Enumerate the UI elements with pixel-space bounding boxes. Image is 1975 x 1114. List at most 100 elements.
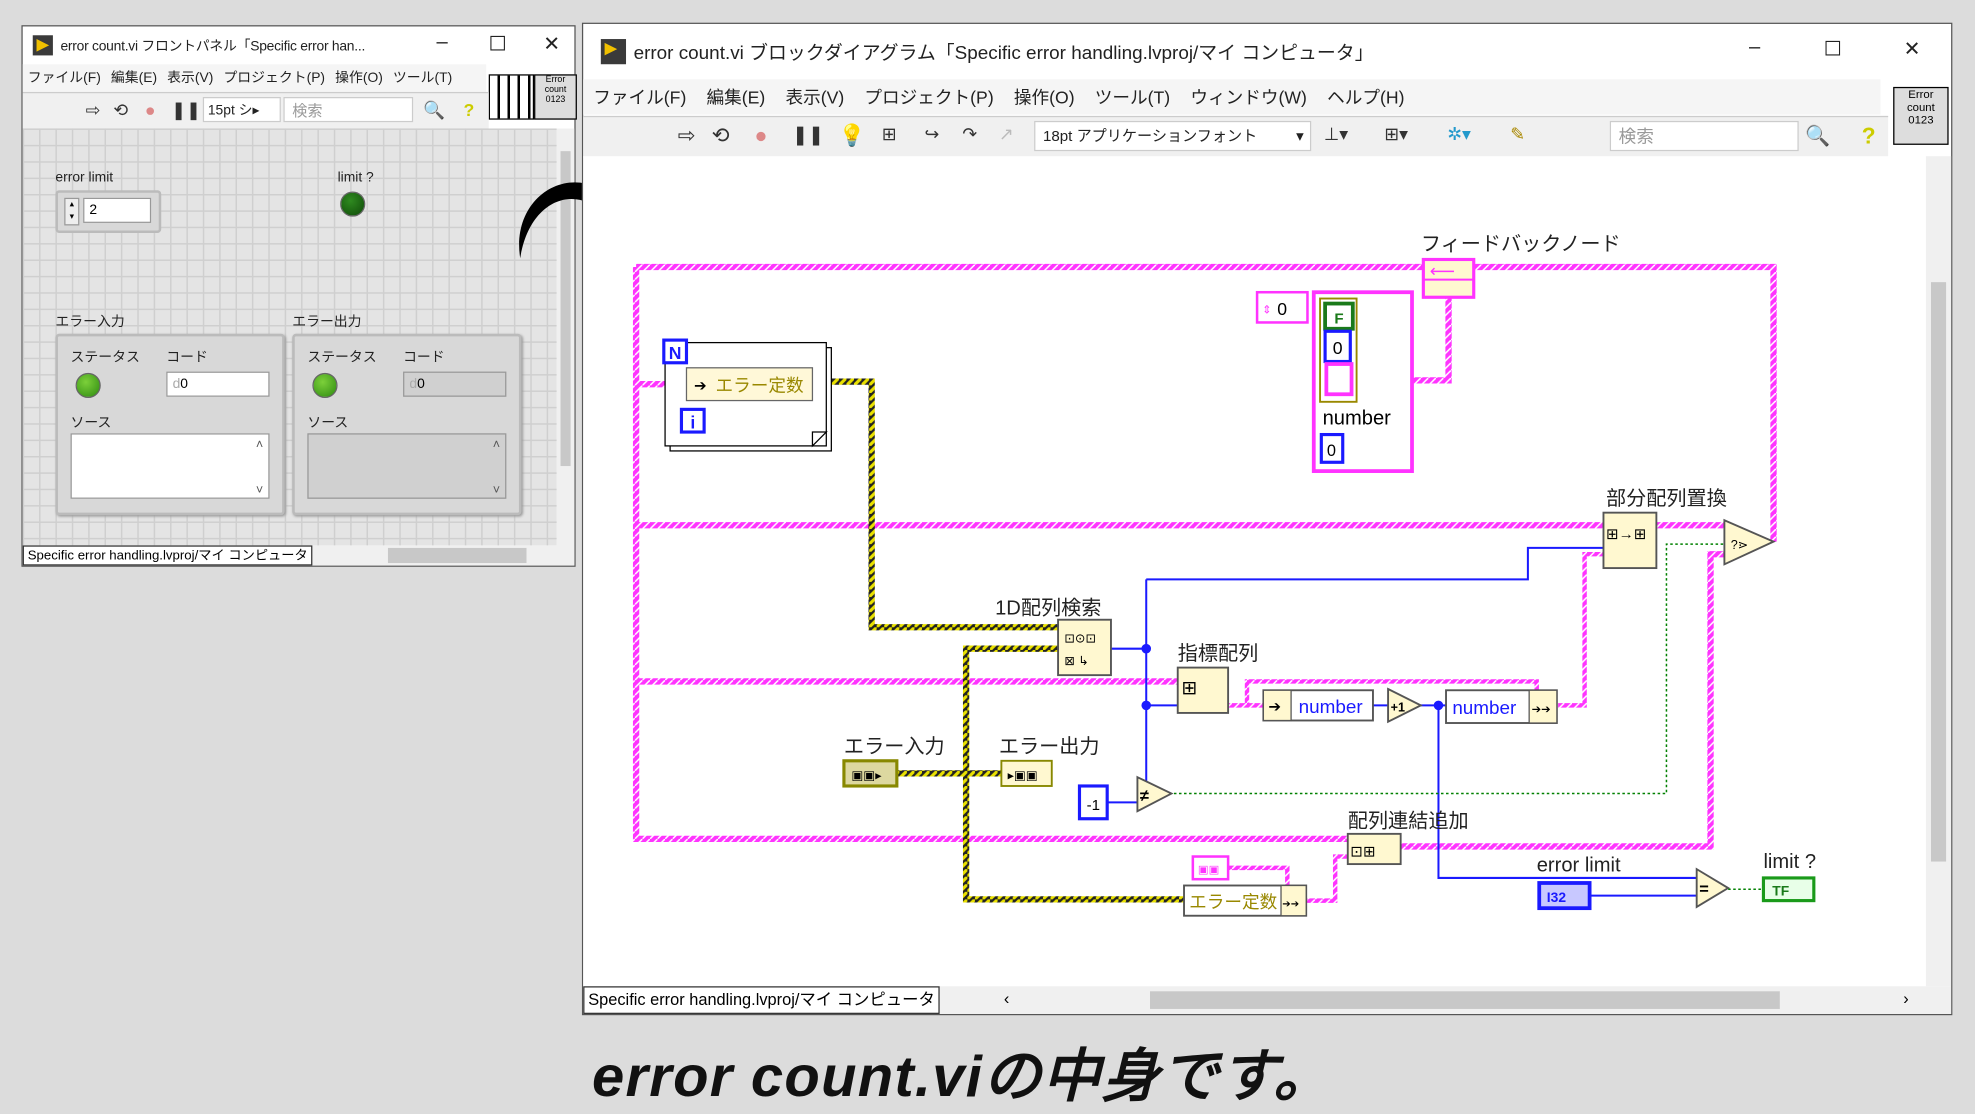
menu-tools[interactable]: ツール(T) <box>392 70 453 86</box>
maximize-button[interactable]: ☐ <box>488 34 507 56</box>
menu-file[interactable]: ファイル(F) <box>593 86 687 108</box>
source-field[interactable]: ˄˅ <box>70 433 270 499</box>
pause-icon[interactable]: ❚❚ <box>171 99 201 120</box>
not-equal-label: ≠ <box>1140 787 1149 805</box>
search-1d-array-node[interactable]: ⊡⊙⊡⊠ ↳ <box>1057 618 1112 677</box>
menu-edit[interactable]: 編集(E) <box>110 70 158 86</box>
status-led[interactable] <box>75 372 101 399</box>
feedback-node[interactable]: ⟵ <box>1421 257 1476 299</box>
unbundle-by-name-node[interactable]: ➔ number <box>1262 689 1374 722</box>
unbundle-number-label: number <box>1299 697 1363 718</box>
help-icon[interactable]: ? <box>1861 123 1876 149</box>
menu-operate[interactable]: 操作(O) <box>1013 86 1075 108</box>
retain-wire-values-icon[interactable]: ⊞ <box>881 123 897 144</box>
menu-view[interactable]: 表示(V) <box>167 70 214 86</box>
menu-window[interactable]: ウィンドウ(W) <box>1190 86 1307 108</box>
boolean-wires[interactable] <box>1168 543 1764 891</box>
maximize-button[interactable]: ☐ <box>1823 39 1842 61</box>
abort-icon[interactable]: ● <box>754 123 768 148</box>
loop-n-label: N <box>669 343 682 363</box>
vertical-scroll-thumb[interactable] <box>560 151 571 467</box>
code-constant-value: 0 <box>1333 338 1343 358</box>
build-array-node[interactable]: ⊡⊞ <box>1346 832 1402 866</box>
for-loop[interactable]: N i ➔ エラー定数 <box>662 338 832 452</box>
not-equal-node[interactable]: ≠ <box>1136 775 1174 813</box>
error-cluster-constant-small[interactable]: ▣▣ <box>1191 855 1230 881</box>
help-icon[interactable]: ? <box>463 99 475 120</box>
abort-icon[interactable]: ● <box>144 99 156 120</box>
vertical-scroll-thumb[interactable] <box>1930 282 1947 862</box>
bundle-error-constant[interactable]: エラー定数 ➔➔ <box>1183 884 1308 917</box>
font-select[interactable]: 18pt アプリケーションフォント▾ <box>1034 120 1312 152</box>
search-icon[interactable]: 🔍 <box>1805 125 1831 148</box>
menu-project[interactable]: プロジェクト(P) <box>223 70 326 86</box>
cluster-thin-wires[interactable] <box>1228 552 1606 903</box>
menu-edit[interactable]: 編集(E) <box>706 86 766 108</box>
menu-operate[interactable]: 操作(O) <box>335 70 383 86</box>
minimize-button[interactable]: – <box>1749 36 1761 58</box>
front-panel-canvas: error limit ▴▾ 2 limit ? エラー入力 ステータス コード… <box>22 128 557 546</box>
vertical-scrollbar[interactable] <box>556 128 575 546</box>
error-out-terminal[interactable]: ▸▣▣ <box>1000 759 1053 787</box>
menu-project[interactable]: プロジェクト(P) <box>864 86 994 108</box>
numeric-constant[interactable]: ⇕ 0 <box>1255 290 1309 324</box>
minimize-button[interactable]: – <box>436 31 448 53</box>
error-limit-value[interactable]: 2 <box>83 197 152 223</box>
scroll-arrows-icon[interactable]: ˄˅ <box>492 438 501 498</box>
reorder-icon[interactable]: ✲▾ <box>1447 123 1471 144</box>
code-field[interactable]: d0 <box>166 371 270 397</box>
font-select[interactable]: 15pt シ▸ <box>202 96 281 123</box>
menu-view[interactable]: 表示(V) <box>785 86 845 108</box>
bundle-by-name-node[interactable]: number ➔➔ <box>1445 689 1558 724</box>
search-input[interactable]: 検索 <box>1609 120 1799 152</box>
step-into-icon[interactable]: ↪ <box>924 123 940 144</box>
search-input[interactable]: 検索 <box>283 96 414 123</box>
select-node[interactable]: ?⋗ <box>1723 518 1776 566</box>
step-out-icon[interactable]: ↗ <box>998 123 1014 144</box>
vertical-scrollbar[interactable] <box>1925 156 1952 987</box>
align-objects-icon[interactable]: ⊥▾ <box>1323 123 1349 144</box>
distribute-objects-icon[interactable]: ⊞▾ <box>1384 123 1408 144</box>
error-limit-label: error limit <box>55 170 114 186</box>
equal-node[interactable]: = <box>1695 867 1731 909</box>
menu-tools[interactable]: ツール(T) <box>1094 86 1171 108</box>
cleanup-diagram-icon[interactable]: ✎ <box>1510 123 1526 144</box>
increment-node[interactable]: +1 <box>1387 687 1423 724</box>
pause-icon[interactable]: ❚❚ <box>792 124 824 147</box>
replace-array-subset-node[interactable]: ⊞→⊞ <box>1602 511 1658 570</box>
scroll-arrows-icon[interactable]: ˄˅ <box>255 438 264 498</box>
limit-indicator-terminal[interactable]: TF <box>1761 876 1816 903</box>
cluster-wires[interactable] <box>632 263 1777 850</box>
close-button[interactable]: ✕ <box>1903 39 1921 61</box>
minus-one-constant[interactable]: -1 <box>1077 784 1109 821</box>
scroll-right-icon[interactable]: › <box>1903 988 1909 1008</box>
error-constant[interactable] <box>685 367 814 402</box>
error-in-terminal[interactable]: ▣▣▸ <box>842 759 899 788</box>
loop-count-terminal[interactable] <box>662 338 689 365</box>
error-limit-control[interactable]: ▴▾ 2 <box>55 190 162 234</box>
index-array-node[interactable]: ⊞ <box>1176 666 1230 714</box>
step-over-icon[interactable]: ↷ <box>962 123 978 144</box>
increment-decrement-icon[interactable]: ⇕ <box>1262 305 1272 317</box>
error-limit-terminal[interactable]: I32 <box>1537 881 1592 911</box>
project-path: Specific error handling.lvproj/マイ コンピュータ <box>583 986 940 1014</box>
dropdown-arrow-icon[interactable]: ▾ <box>1296 127 1304 145</box>
bundle-arrow-icon: ➔➔ <box>1282 899 1299 910</box>
front-panel-window: error count.vi フロントパネル「Specific error ha… <box>21 25 577 567</box>
increment-decrement-icon[interactable]: ▴▾ <box>64 197 80 226</box>
run-arrow-icon[interactable]: ⇨ <box>85 99 101 120</box>
error-wires[interactable] <box>828 378 1185 903</box>
horizontal-scrollbar[interactable] <box>1150 991 1780 1009</box>
close-button[interactable]: ✕ <box>543 34 561 56</box>
search-icon[interactable]: 🔍 <box>423 99 446 120</box>
menu-help[interactable]: ヘルプ(H) <box>1327 86 1405 108</box>
loop-iteration-terminal[interactable] <box>679 407 706 434</box>
run-continuous-icon[interactable]: ⟲ <box>711 123 730 148</box>
horizontal-scrollbar[interactable] <box>387 547 527 564</box>
menu-file[interactable]: ファイル(F) <box>27 70 101 86</box>
run-arrow-icon[interactable]: ⇨ <box>677 123 696 148</box>
cluster-constant[interactable]: F 0 number 0 <box>1311 290 1414 473</box>
scroll-left-icon[interactable]: ‹ <box>1003 988 1010 1008</box>
highlight-execution-icon[interactable]: 💡 <box>838 123 866 148</box>
run-continuous-icon[interactable]: ⟲ <box>113 99 129 120</box>
